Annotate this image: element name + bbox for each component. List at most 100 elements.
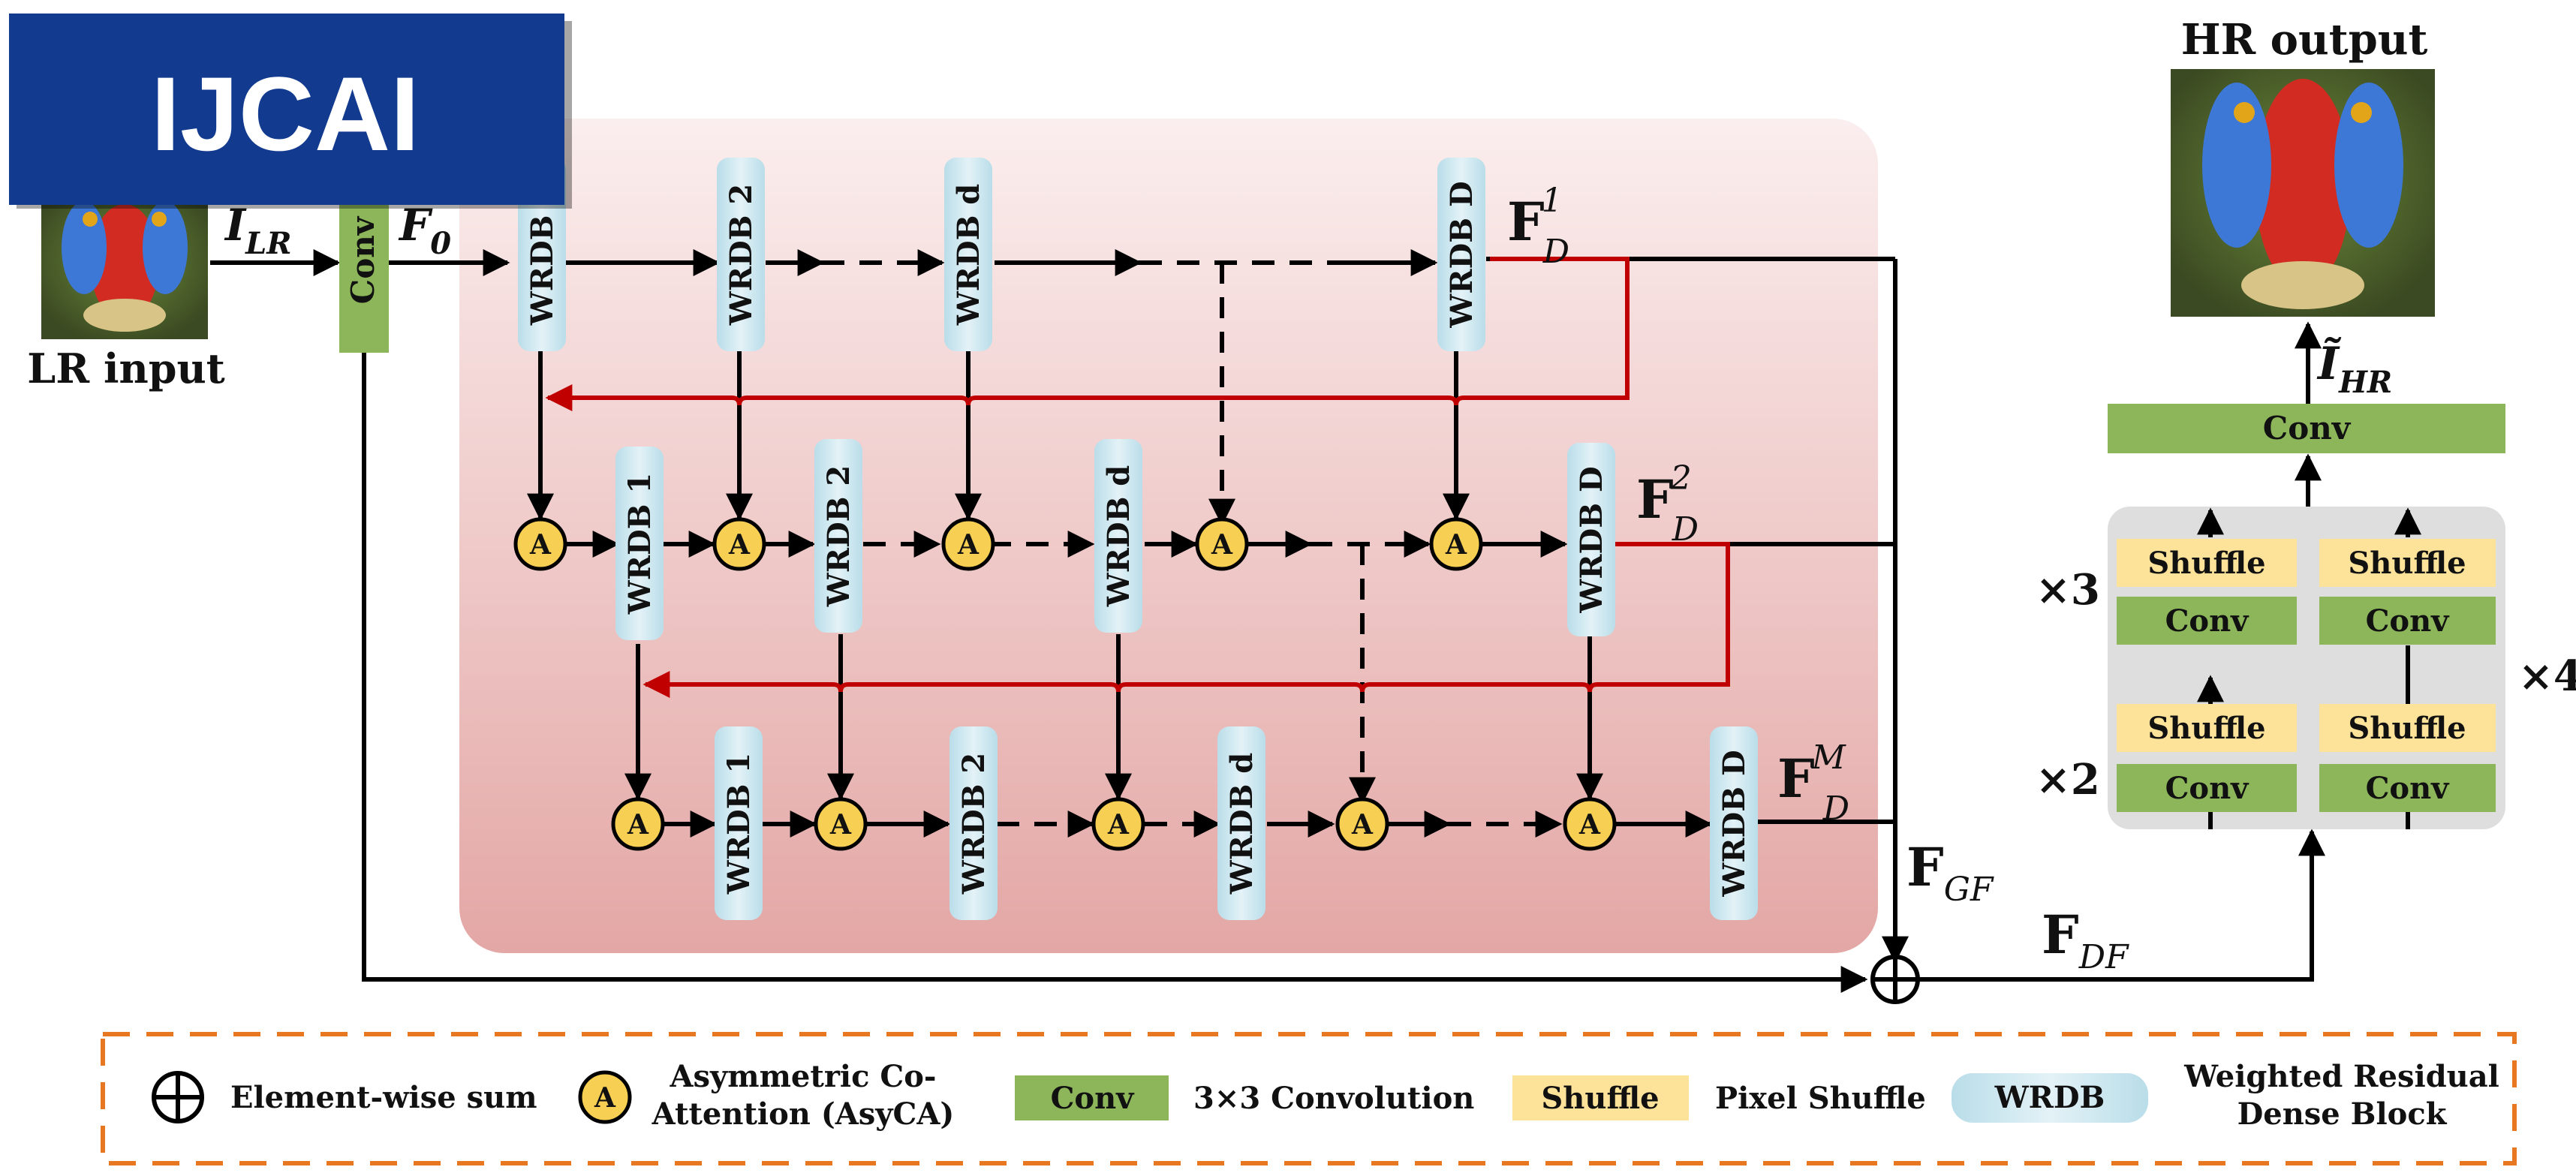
svg-text:A: A [957,529,980,561]
svg-text:Dense Block: Dense Block [2237,1096,2448,1132]
vertical-arrows-2-3 [624,634,1603,801]
head-conv-label: Conv [345,215,381,304]
wrdb-block [717,158,765,351]
svg-text:Conv: Conv [1051,1081,1136,1116]
lr-input-label: LR input [27,344,224,393]
wrdb-label: WRDB 2 [821,465,856,607]
svg-text:Shuffle: Shuffle [2147,546,2265,581]
final-conv-block [2108,404,2505,453]
hr-output-label: HR output [2181,15,2428,65]
wrdb-label: WRDB 1 [622,473,658,615]
upsample-shuffle-block [2117,539,2297,587]
wrdb-block [1217,726,1265,920]
attention-node: A [814,797,868,851]
fdf-label: FDF [2042,904,2129,976]
svg-text:Conv: Conv [2165,771,2250,806]
attention-nodes: A A A A A A A A A A [513,517,1617,851]
upsample-conv-block [2117,597,2297,645]
wrdb-block [1094,439,1142,633]
wrdb-block [949,726,998,920]
attention-node: A [1429,517,1483,571]
upsample-conv-block [2117,764,2297,812]
svg-text:Pixel Shuffle: Pixel Shuffle [1715,1081,1926,1116]
wrdb-label: WRDB D [1717,750,1752,897]
hr-output-image [2171,69,2435,317]
svg-text:A: A [728,529,751,561]
conv-legend-swatch [1015,1075,1169,1120]
upsample-conv-block [2319,764,2496,812]
times2-label: ×2 [2036,755,2100,805]
dense-feature-panel [459,119,1878,953]
svg-text:A: A [529,529,552,561]
wrdb-block [715,726,763,920]
wrdb-block [1710,726,1758,920]
f0-variable: F0 [398,200,451,261]
wrdb-label: WRDB d [951,184,986,326]
svg-text:3×3 Convolution: 3×3 Convolution [1193,1081,1474,1116]
legend-shuffle-item: Shuffle Pixel Shuffle [1512,1075,1926,1120]
vertical-arrows-1-2 [527,351,1470,521]
arrow-fdf-to-upsampler [1918,829,2325,982]
feedback-line-2 [642,542,1730,698]
svg-text:A: A [1445,529,1467,561]
svg-text:Asymmetric Co-: Asymmetric Co- [669,1059,936,1094]
svg-text:Shuffle: Shuffle [2348,711,2466,746]
upsample-shuffle-block [2319,539,2496,587]
svg-text:Element-wise sum: Element-wise sum [230,1080,537,1115]
i-hr-variable: ĨHR [2316,337,2392,400]
ijcai-badge: IJCAI [9,14,572,209]
svg-text:Conv: Conv [2366,603,2451,639]
svg-text:A: A [1107,809,1130,841]
row-2-lines [567,531,1895,805]
wrdb-label: WRDB D [1444,181,1479,328]
fgf-label: FGF [1906,836,1994,909]
attention-node: A [941,517,995,571]
times4-label: ×4 [2518,651,2576,701]
attention-node: A [513,517,567,571]
attention-icon [578,1070,632,1124]
wrdb-labels: WRDB 1 WRDB 2 WRDB d WRDB D WRDB 1 WRDB … [525,181,1752,897]
shuffle-legend-swatch [1512,1075,1689,1120]
svg-text:Attention (AsyCA): Attention (AsyCA) [652,1096,955,1132]
upsample-shuffle-block [2319,704,2496,752]
upsample-conv-block [2319,597,2496,645]
wrdb-label: WRDB 2 [956,753,992,895]
wrdb-legend-swatch [1952,1073,2148,1123]
svg-text:A: A [594,1082,616,1114]
attention-node: A [712,517,766,571]
wrdb-block [814,439,862,633]
svg-text:A: A [1578,809,1601,841]
wrdb-label: WRDB d [1101,465,1136,608]
attention-node: A [1195,517,1249,571]
wrdb-label: WRDB D [1574,466,1609,613]
upsample-shuffle-block [2117,704,2297,752]
lr-input-image [41,197,208,339]
svg-text:A: A [829,809,852,841]
row-3-lines [664,811,1895,838]
svg-text:Weighted Residual: Weighted Residual [2183,1059,2499,1094]
attention-node: A [611,797,665,851]
wrdb-block [944,158,992,351]
svg-text:Conv: Conv [2165,603,2250,639]
i-lr-variable: ILR [224,200,292,261]
attention-node: A [1563,797,1617,851]
legend-wrdb-item: WRDB Weighted Residual Dense Block [1952,1059,2499,1132]
global-skip-line [362,353,1868,993]
svg-text:A: A [627,809,649,841]
wrdb-label: WRDB 1 [525,184,560,326]
wrdb-label: WRDB d [1224,753,1259,895]
svg-text:IJCAI: IJCAI [151,55,420,173]
legend-conv-item: Conv 3×3 Convolution [1015,1075,1474,1120]
svg-text:A: A [1211,529,1233,561]
legend-attention-item: A Asymmetric Co- Attention (AsyCA) [578,1059,955,1132]
svg-text:Conv: Conv [2366,771,2451,806]
svg-text:Shuffle: Shuffle [2147,711,2265,746]
attention-node: A [1335,797,1389,851]
times3-label: ×3 [2036,565,2100,615]
legend-sum-item: Element-wise sum [152,1071,537,1123]
upsampler-right-column: Conv Shuffle Conv Shuffle [2319,507,2496,829]
wrdb-blocks [518,158,1758,920]
